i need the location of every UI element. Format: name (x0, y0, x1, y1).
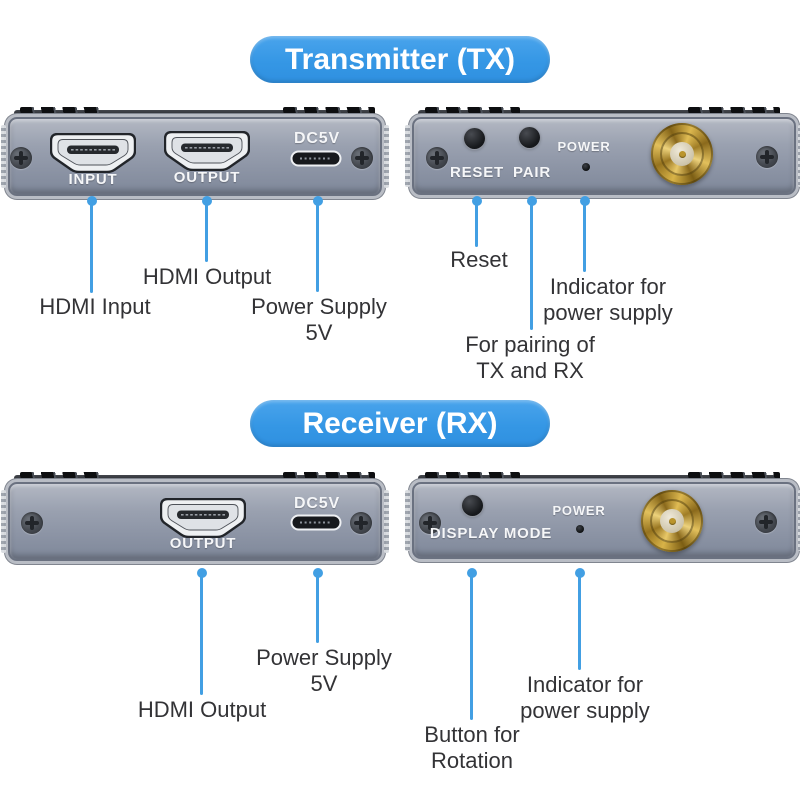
power-led-icon (582, 163, 590, 171)
tx-output-port-label: OUTPUT (173, 169, 241, 186)
callout-line (475, 201, 478, 247)
screw-icon (350, 512, 372, 534)
screw-icon (756, 146, 778, 168)
screw-icon (351, 147, 373, 169)
power-led-icon (576, 525, 584, 533)
tx-input-port-label: INPUT (68, 171, 118, 188)
screw-icon (10, 147, 32, 169)
hdmi-input-port-icon (49, 132, 137, 174)
antenna-connector-icon (651, 123, 713, 185)
antenna-pin (668, 517, 676, 525)
tx-reset-label: RESET (449, 164, 504, 181)
screw-icon (419, 512, 441, 534)
heatsink-fins-icon (283, 472, 375, 485)
heatsink-fins-icon (425, 472, 520, 485)
heatsink-fins-icon (688, 107, 780, 120)
rx-power-label: POWER (552, 503, 606, 518)
callout-line (200, 573, 203, 695)
heatsink-fins-icon (425, 107, 520, 120)
tx-title: Transmitter (TX) (284, 42, 516, 76)
callout-label-pair: For pairing of TX and RX (465, 332, 595, 383)
callout-line (205, 201, 208, 262)
tx-power-label: POWER (557, 139, 611, 154)
callout-label-hdmi-output: HDMI Output (142, 264, 272, 289)
usb-c-port-icon (290, 150, 342, 167)
callout-line (316, 573, 319, 643)
callout-label-reset: Reset (450, 247, 508, 272)
callout-line (530, 201, 533, 330)
tx-title-pill: Transmitter (TX) (250, 36, 550, 83)
rx-right-faceplate (405, 482, 800, 559)
callout-label-power-supply: Power Supply 5V (251, 294, 387, 345)
hdmi-output-port-icon (159, 497, 247, 539)
reset-button-icon (464, 128, 485, 149)
screw-icon (21, 512, 43, 534)
heatsink-fins-icon (20, 472, 105, 485)
hdmi-output-port-icon (163, 130, 251, 172)
tx-dc5v-label: DC5V (294, 130, 340, 147)
callout-label-power-supply: Power Supply 5V (256, 645, 392, 696)
display-mode-button-icon (462, 495, 483, 516)
tx-pair-label: PAIR (513, 164, 551, 181)
callout-label-power-indicator: Indicator for power supply (520, 672, 650, 723)
heatsink-fins-icon (20, 107, 105, 120)
rx-dc5v-label: DC5V (294, 495, 340, 512)
callout-label-rotation: Button for Rotation (424, 722, 520, 773)
screw-icon (755, 511, 777, 533)
callout-line (316, 201, 319, 292)
rx-title-pill: Receiver (RX) (250, 400, 550, 447)
pair-button-icon (519, 127, 540, 148)
callout-line (578, 573, 581, 670)
rx-title: Receiver (RX) (302, 406, 498, 440)
antenna-pin (678, 150, 686, 158)
callout-label-power-indicator: Indicator for power supply (543, 274, 673, 325)
callout-line (470, 573, 473, 720)
callout-label-hdmi-input: HDMI Input (39, 294, 151, 319)
screw-icon (426, 147, 448, 169)
rx-left-top-edge (14, 475, 372, 482)
callout-line (90, 201, 93, 293)
tx-left-top-edge (14, 110, 372, 117)
callout-line (583, 201, 586, 272)
heatsink-fins-icon (283, 107, 375, 120)
antenna-connector-icon (641, 490, 703, 552)
heatsink-fins-icon (688, 472, 780, 485)
usb-c-port-icon (290, 514, 342, 531)
callout-label-hdmi-output: HDMI Output (137, 697, 267, 722)
rx-display-mode-label: DISPLAY MODE (429, 525, 553, 542)
rx-right-top-edge (418, 475, 778, 482)
tx-right-top-edge (418, 110, 778, 117)
rx-output-port-label: OUTPUT (169, 535, 237, 552)
